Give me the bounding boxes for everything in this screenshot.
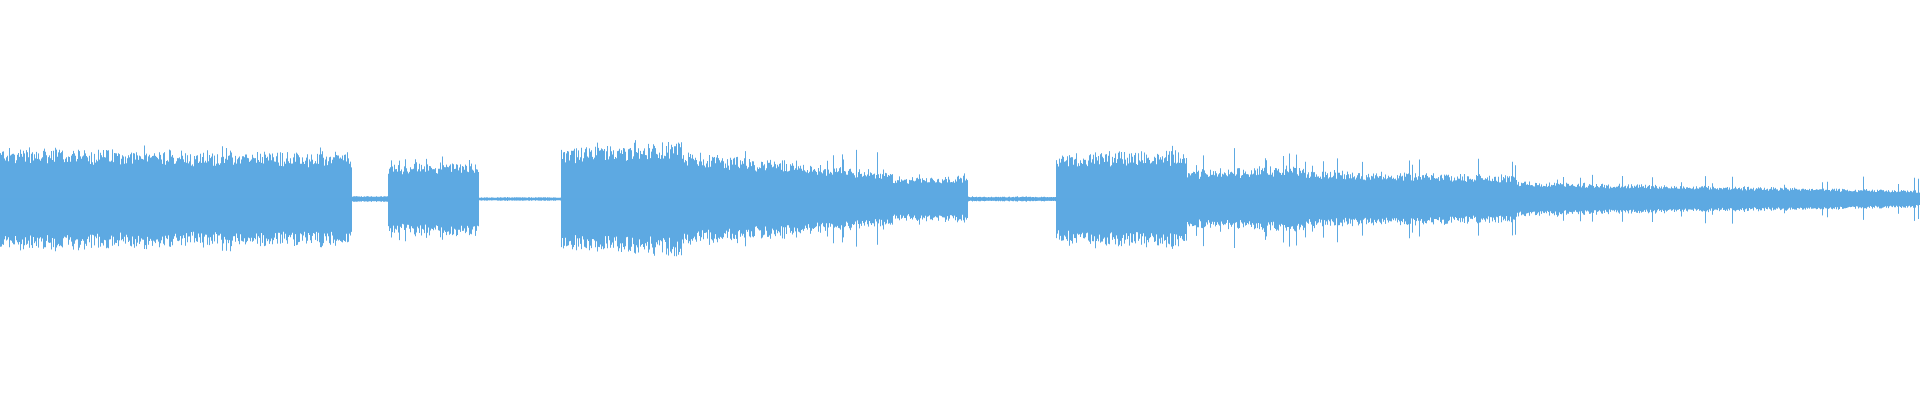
waveform-path [0, 140, 1920, 257]
waveform-bars [0, 140, 1920, 257]
